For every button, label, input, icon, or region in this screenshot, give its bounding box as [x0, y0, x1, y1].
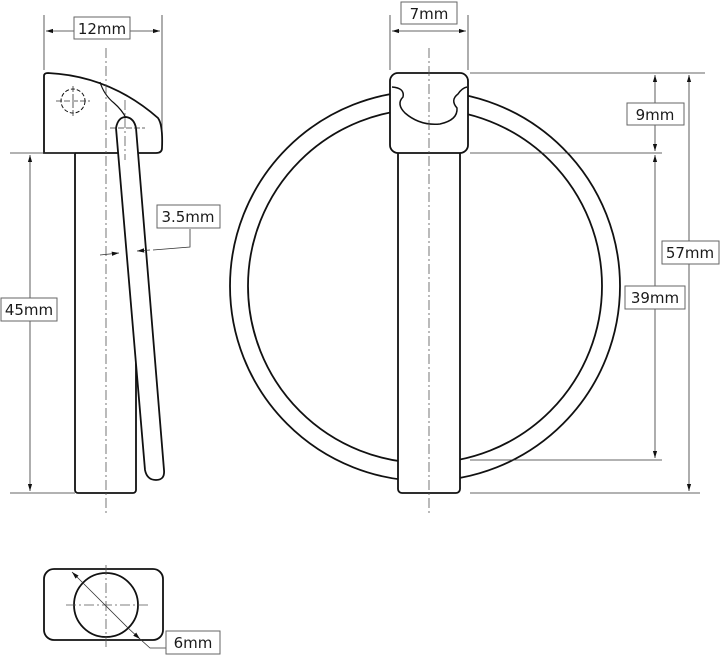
dim-3-5mm-label: 3.5mm	[161, 208, 214, 226]
dim-9mm-box	[626, 102, 685, 126]
dim-6mm-box	[165, 630, 221, 655]
dim-12mm-box	[73, 16, 131, 40]
dim-7mm-box	[400, 1, 458, 25]
dim-9mm-label: 9mm	[636, 106, 675, 124]
dim-57mm-box	[661, 240, 720, 265]
side-view: 12mm 45mm 3.5mm	[0, 15, 221, 515]
dim-57mm-label: 57mm	[666, 244, 714, 262]
dim-6mm-label: 6mm	[174, 634, 213, 652]
dim-39mm-box	[624, 285, 686, 310]
ring-wire-side	[115, 116, 165, 481]
front-view: 7mm 9mm 39mm 57mm	[229, 1, 720, 515]
dim-45mm-box	[0, 297, 58, 322]
bottom-view: 6mm	[43, 565, 221, 655]
dim-39mm-label: 39mm	[631, 289, 679, 307]
dim-7mm-label: 7mm	[410, 5, 449, 23]
pin-head-side	[43, 72, 164, 154]
dim-3-5mm-box	[156, 204, 221, 229]
dim-12mm-label: 12mm	[78, 20, 126, 38]
dim-45mm-label: 45mm	[5, 301, 53, 319]
